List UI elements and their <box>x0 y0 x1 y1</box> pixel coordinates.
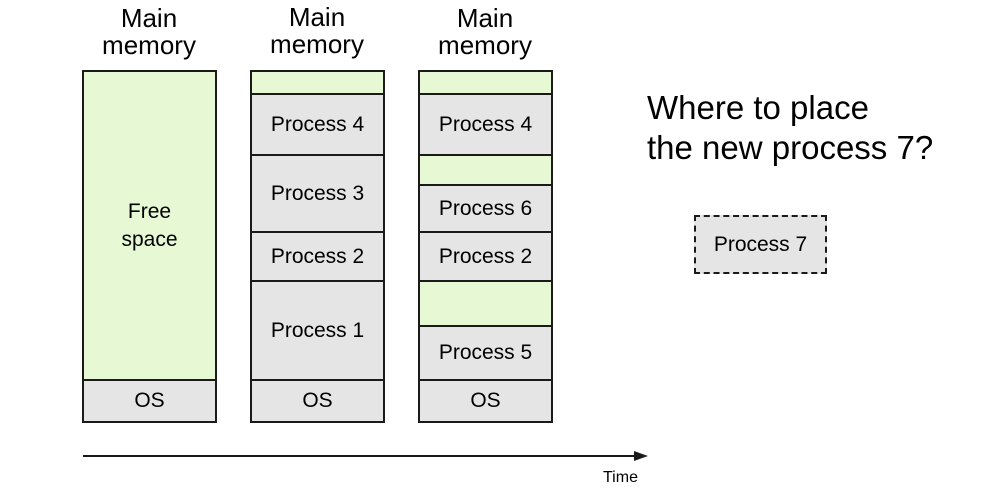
column-2-title: Main memory <box>250 4 384 58</box>
process-block: Process 5 <box>420 325 551 379</box>
question-line-2: the new process 7? <box>647 129 934 166</box>
process-block: Process 3 <box>252 154 383 231</box>
free-space-block <box>420 72 551 93</box>
column-3-title-line1: Main <box>456 3 514 33</box>
process-block: Process 6 <box>420 184 551 231</box>
column-1-title: Main memory <box>82 5 216 59</box>
column-1-title-line2: memory <box>102 30 196 60</box>
process-block: Process 2 <box>420 231 551 280</box>
process-block: Process 1 <box>252 280 383 379</box>
question-line-1: Where to place <box>647 89 869 126</box>
column-2-title-line2: memory <box>270 29 364 59</box>
process-block: Process 2 <box>252 231 383 280</box>
time-axis-label: Time <box>603 469 638 486</box>
time-axis-arrowhead <box>634 451 648 461</box>
free-space-block <box>252 72 383 93</box>
free-space-block <box>420 154 551 184</box>
free-space-block <box>420 280 551 325</box>
process-block: Process 4 <box>420 93 551 154</box>
os-block: OS <box>84 379 215 421</box>
column-3-title: Main memory <box>418 5 552 59</box>
column-2-title-line1: Main <box>288 2 346 32</box>
column-1-title-line1: Main <box>120 3 178 33</box>
process-block: Process 4 <box>252 93 383 154</box>
os-block: OS <box>252 379 383 421</box>
question-text: Where to place the new process 7? <box>647 88 933 168</box>
column-3-title-line2: memory <box>438 30 532 60</box>
memory-column-3: Process 4 Process 6 Process 2 Process 5 … <box>418 70 553 423</box>
new-process-box: Process 7 <box>694 215 827 274</box>
os-block: OS <box>420 379 551 421</box>
memory-column-2: Process 4 Process 3 Process 2 Process 1 … <box>250 70 385 423</box>
